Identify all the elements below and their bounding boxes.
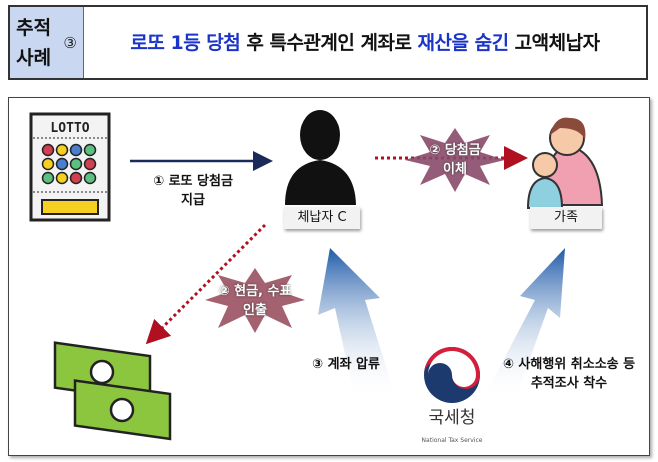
family-label: 가족 bbox=[530, 207, 602, 229]
lotto-ball bbox=[83, 143, 97, 157]
step1-line1: ① 로또 당첨금 bbox=[153, 174, 233, 189]
lotto-ball bbox=[83, 171, 97, 185]
lotto-ticket-icon: LOTTO bbox=[29, 112, 111, 222]
title-part: 재산을 숨긴 bbox=[417, 31, 510, 54]
step2a-line2: 이체 bbox=[443, 162, 467, 177]
step2a-line1: ② 당첨금 bbox=[429, 143, 481, 158]
starburst-transfer bbox=[405, 128, 505, 192]
step2b-line2: 인출 bbox=[243, 303, 267, 318]
lotto-label: LOTTO bbox=[50, 121, 89, 136]
category-line1: 추적 bbox=[16, 16, 52, 39]
lotto-ball bbox=[41, 171, 55, 185]
agency-name: 국세청 bbox=[428, 408, 476, 428]
lotto-ball bbox=[55, 143, 69, 157]
lotto-ball bbox=[69, 157, 83, 171]
step3-label: ③ 계좌 압류 bbox=[312, 357, 380, 372]
title-part: 로또 1등 당첨 bbox=[130, 31, 241, 54]
lotto-ball bbox=[55, 157, 69, 171]
lotto-ball bbox=[83, 157, 97, 171]
lotto-ball bbox=[41, 143, 55, 157]
step4-line1: ④ 사해행위 취소소송 등 bbox=[502, 357, 636, 372]
investigation-arrow bbox=[485, 248, 565, 400]
cash-bundle-icon bbox=[53, 341, 172, 441]
delinquent-label: 체납자 C bbox=[284, 207, 360, 229]
case-title: 로또 1등 당첨 후 특수관계인 계좌로 재산을 숨긴 고액체납자 bbox=[84, 7, 646, 78]
step2b-line1: ② 현금, 수표 bbox=[218, 284, 292, 299]
diagram-box bbox=[8, 97, 650, 456]
lotto-ball bbox=[69, 143, 83, 157]
seizure-arrow bbox=[318, 248, 395, 400]
category-line2: 사례 bbox=[16, 46, 52, 69]
starburst-withdraw bbox=[205, 268, 305, 333]
title-part: 고액체납자 bbox=[508, 31, 600, 54]
lotto-ball bbox=[69, 171, 83, 185]
lotto-ball bbox=[55, 171, 69, 185]
family-icon bbox=[526, 117, 604, 209]
step1-line2: 지급 bbox=[181, 193, 205, 208]
step4-line2: 추적조사 착수 bbox=[530, 376, 608, 391]
agency-english: National Tax Service bbox=[421, 437, 483, 444]
nts-logo-icon bbox=[424, 347, 480, 403]
person-silhouette-icon bbox=[285, 110, 356, 205]
case-number: ③ bbox=[63, 33, 77, 52]
title-part: 후 특수관계인 계좌로 bbox=[240, 31, 418, 54]
lotto-ball bbox=[41, 157, 55, 171]
